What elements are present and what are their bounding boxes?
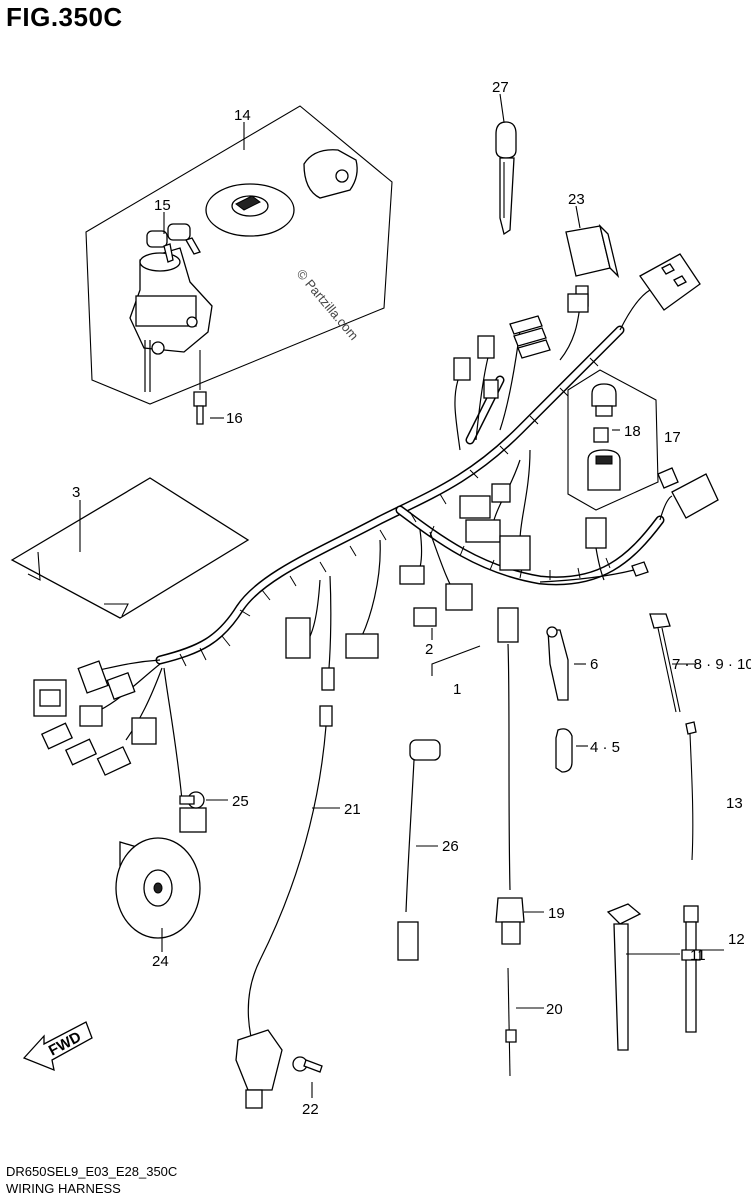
figure-code: DR650SEL9_E03_E28_350C [6, 1164, 178, 1179]
horn-24 [115, 837, 201, 939]
key-27 [495, 121, 517, 236]
leader-lines [79, 93, 724, 1098]
neutral-switch-19 [495, 607, 525, 945]
callout-13: 13 [726, 795, 743, 812]
callout-23: 23 [568, 191, 585, 208]
bracket-6 [546, 626, 569, 701]
callouts: 1 2 3 4 · 5 6 7 · 8 · 9 · 10 11 12 13 14… [72, 79, 751, 1118]
tie-13 [685, 721, 697, 861]
bolt-25 [179, 791, 205, 809]
tie-7-10 [649, 613, 681, 713]
callout-17: 17 [664, 429, 681, 446]
relay-23 [565, 223, 620, 307]
sheet-3 [10, 477, 250, 619]
callout-2: 2 [425, 641, 433, 658]
callout-18: 18 [624, 423, 641, 440]
callout-20: 20 [546, 1001, 563, 1018]
sensor-26 [397, 739, 441, 961]
callout-15: 15 [154, 197, 171, 214]
callout-12: 12 [728, 931, 745, 948]
callout-7-8-9-10: 7 · 8 · 9 · 10 [672, 656, 751, 673]
figure-caption: WIRING HARNESS [6, 1181, 121, 1196]
clamp-4-5 [555, 728, 573, 773]
harness-callout-lines [431, 628, 481, 676]
callout-1: 1 [453, 681, 461, 698]
callout-21: 21 [344, 801, 361, 818]
fwd-arrow-icon: FWD [22, 1021, 93, 1072]
strap-11 [606, 903, 642, 1051]
callout-25: 25 [232, 793, 249, 810]
gasket-20 [505, 967, 517, 1077]
sensor-lead-21 [235, 705, 333, 1109]
callout-11: 11 [690, 947, 706, 964]
callout-19: 19 [548, 905, 565, 922]
callout-14: 14 [234, 107, 251, 124]
wiring-harness-1 [33, 253, 719, 833]
fuse-box-17 [567, 369, 659, 511]
callout-27: 27 [492, 79, 509, 96]
ignition-kit-box [85, 105, 393, 425]
callout-22: 22 [302, 1101, 319, 1118]
callout-26: 26 [442, 838, 459, 855]
figure-title: FIG.350C [6, 2, 123, 32]
callout-4-5: 4 · 5 [590, 739, 620, 756]
callout-3: 3 [72, 484, 80, 501]
keys-icon [146, 223, 201, 263]
bolt-22 [292, 1056, 323, 1073]
strap-12 [681, 905, 701, 1033]
callout-6: 6 [590, 656, 598, 673]
callout-24: 24 [152, 953, 169, 970]
callout-16: 16 [226, 410, 243, 427]
